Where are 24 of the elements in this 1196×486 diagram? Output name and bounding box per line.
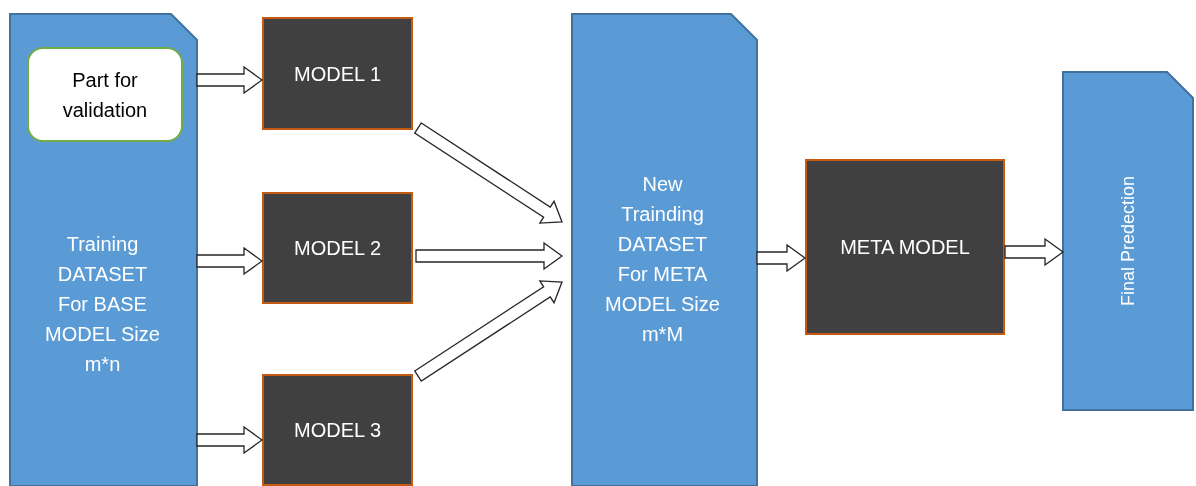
document-shape xyxy=(572,14,757,486)
node-label: META MODEL xyxy=(839,235,971,260)
block-arrow xyxy=(1004,237,1065,267)
validation-box xyxy=(27,47,183,142)
block-arrow xyxy=(196,246,264,276)
model-box xyxy=(262,192,413,304)
block-arrow xyxy=(196,425,264,455)
document-shape xyxy=(1063,72,1193,410)
node-label: MODEL 2 xyxy=(292,236,383,261)
model-box xyxy=(805,159,1005,335)
node-label: MODEL 3 xyxy=(292,418,383,443)
document-shape xyxy=(10,14,197,486)
block-arrow xyxy=(756,243,807,273)
node-label: Training DATASET For BASE MODEL Size m*n xyxy=(45,232,160,377)
model-box xyxy=(262,374,413,486)
node-label: Part for validation xyxy=(61,67,149,123)
block-arrow xyxy=(413,280,563,382)
block-arrow xyxy=(413,122,563,224)
model-box xyxy=(262,17,413,130)
block-arrow xyxy=(196,65,264,95)
node-label: MODEL 1 xyxy=(292,61,383,87)
block-arrow xyxy=(415,241,564,271)
node-label: Final Predection xyxy=(1117,175,1139,307)
node-label: New Trainding DATASET For META MODEL Size m*M xyxy=(605,172,720,347)
